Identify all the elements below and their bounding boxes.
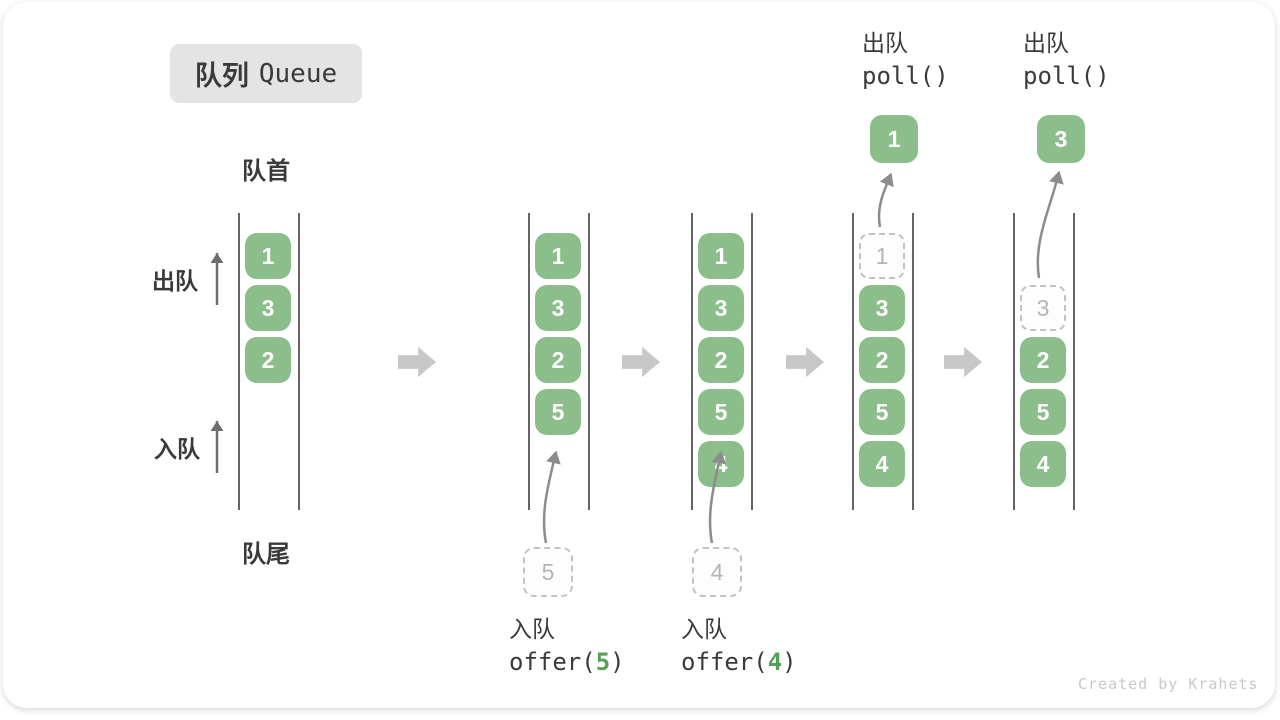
enqueue-flow-arrow-icon [708,450,727,544]
dequeue-flow-arrow-icon [1036,170,1064,279]
code-arg: 4 [767,648,783,676]
code-open: offer( [509,648,596,676]
dequeue-flow-arrow-icon [877,172,894,228]
queue1-wall-right [298,213,300,510]
queue5-item: 4 [1020,441,1066,487]
queue3-staging-item: 4 [692,547,742,597]
title-en: Queue [258,58,338,89]
enqueue-direction-arrow-icon [210,421,224,473]
queue3-item: 5 [698,389,744,435]
queue3-wall-left [691,213,693,510]
label-enqueue: 入队 [154,436,200,462]
canvas-card [3,2,1275,708]
queue4-removed-item: 1 [859,233,905,279]
dequeue-direction-arrow-icon [210,253,224,305]
queue5-removed-item: 3 [1020,285,1066,331]
watermark: Created by Krahets [1078,675,1259,693]
label-dequeue: 出队 [152,268,198,294]
offer-operation-label: 入队 offer(5) [509,614,625,680]
code-arg: 5 [595,648,611,676]
queue3-wall-right [751,213,753,510]
queue5-wall-left [1013,213,1015,510]
queue3-item: 1 [698,233,744,279]
queue2-item: 2 [535,337,581,383]
queue3-item: 2 [698,337,744,383]
queue1-item: 1 [245,233,291,279]
queue5-wall-right [1073,213,1075,510]
queue5-popped-item: 3 [1037,115,1085,163]
code-open: offer( [681,648,768,676]
queue2-item: 1 [535,233,581,279]
offer-label-code: offer(4) [681,644,797,680]
queue5-item: 5 [1020,389,1066,435]
code-close: ) [782,648,797,676]
queue2-staging-item: 5 [523,547,573,597]
poll-label-zh: 出队 [862,30,908,56]
queue4-popped-item: 1 [870,115,918,163]
queue4-wall-right [912,213,914,510]
queue4-item: 2 [859,337,905,383]
poll-label-code: poll() [1023,62,1110,90]
poll-label-zh: 出队 [1023,30,1069,56]
title-zh: 队列 [194,61,249,91]
queue2-wall-right [588,213,590,510]
queue2-item: 5 [535,389,581,435]
title-badge: 队列 Queue [170,44,362,103]
queue2-wall-left [528,213,530,510]
queue3-item: 3 [698,285,744,331]
queue1-item: 2 [245,337,291,383]
queue2-item: 3 [535,285,581,331]
queue4-item: 3 [859,285,905,331]
offer-label-zh: 入队 [509,616,555,642]
poll-label-code: poll() [862,62,949,90]
queue1-item: 3 [245,285,291,331]
offer-label-zh: 入队 [681,616,727,642]
queue1-wall-left [238,213,240,510]
queue5-item: 2 [1020,337,1066,383]
enqueue-flow-arrow-icon [542,450,561,544]
poll-operation-label: 出队 poll() [1023,28,1110,94]
poll-operation-label: 出队 poll() [862,28,949,94]
offer-operation-label: 入队 offer(4) [681,614,797,680]
label-queue-front: 队首 [242,158,290,185]
offer-label-code: offer(5) [509,644,625,680]
code-close: ) [610,648,625,676]
queue4-item: 4 [859,441,905,487]
queue4-item: 5 [859,389,905,435]
queue4-wall-left [852,213,854,510]
label-queue-rear: 队尾 [242,541,290,568]
